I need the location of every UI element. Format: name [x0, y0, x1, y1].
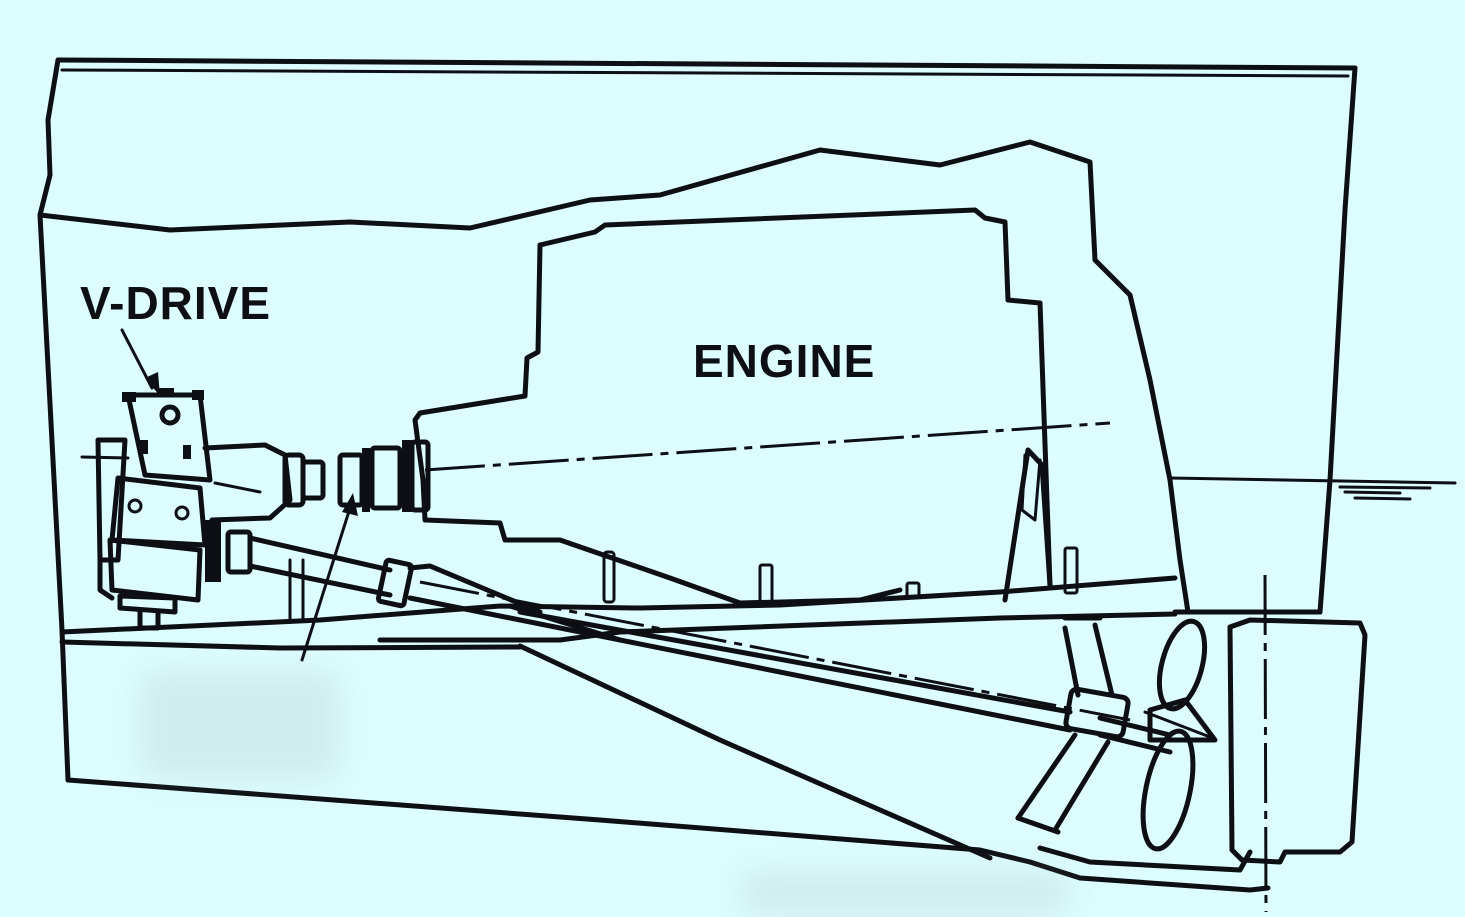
v-drive-label: V-DRIVE: [80, 277, 272, 329]
coupling-pointer-arrow: [300, 493, 358, 662]
v-drive-pointer-arrow: [120, 328, 160, 396]
v-drive-gearbox: [80, 388, 543, 631]
scan-smudge: [140, 670, 340, 780]
engine-label: ENGINE: [693, 335, 876, 387]
waterline: [1168, 476, 1457, 501]
engine: [412, 207, 1111, 607]
propeller-shaft: [407, 580, 1173, 755]
rudder: [1227, 574, 1368, 913]
scan-smudge: [740, 870, 1070, 915]
shaft-strut: [1015, 615, 1131, 835]
propeller: [1140, 618, 1218, 852]
